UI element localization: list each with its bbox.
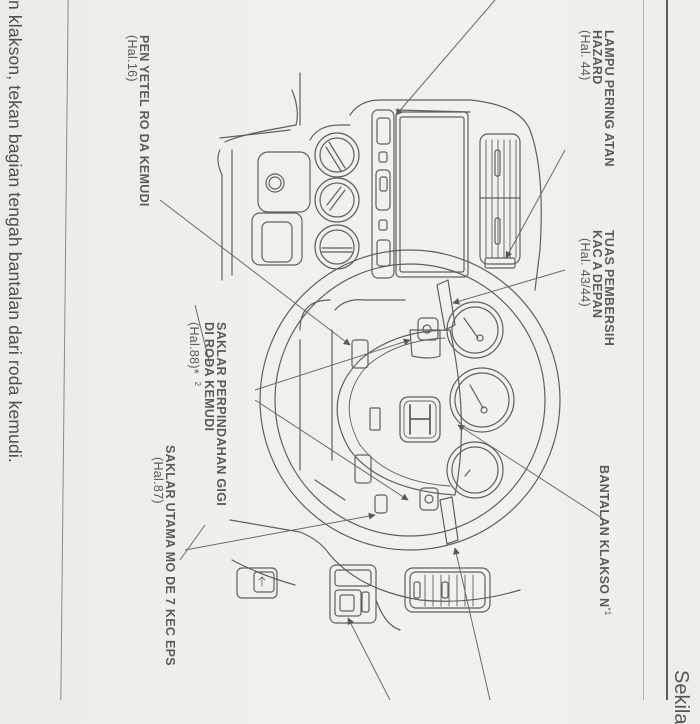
right-column-rule — [643, 0, 644, 700]
callout-hazard-line1: LAMPU PERING ATAN — [602, 30, 616, 167]
callout-paddle-line1: SAKLAR PERPINDAHAN GIGI — [214, 322, 228, 506]
callout-hazard-page: (Hal. 44) — [578, 30, 592, 81]
callout-eps-line1: SAKLAR UTAMA MO DE 7 KEC EPS — [163, 445, 177, 666]
callout-wiper-page: (Hal. 43/44) — [578, 238, 592, 307]
callout-paddle-note: 2 — [193, 381, 202, 387]
callout-horn-label: BANTALAN KLAKSO N — [596, 465, 611, 608]
callout-steering-line1: PEN YETEL RO DA KEMUDI — [137, 35, 151, 207]
callout-horn-pad: BANTALAN KLAKSO N*1 — [596, 465, 613, 616]
callout-windshield-wiper: TUAS PEMBERSIH KAC A DEPAN (Hal. 43/44) — [578, 230, 616, 347]
callout-eps-mode-switch: SAKLAR UTAMA MO DE 7 KEC EPS (Hal.87) — [151, 445, 177, 666]
callout-hazard-lights: LAMPU PERING ATAN HAZARD (Hal. 44) — [578, 30, 616, 167]
callout-paddle-shift: SAKLAR PERPINDAHAN GIGI DI RODA KEMUDI (… — [186, 322, 228, 506]
callout-horn-note: *1 — [603, 607, 612, 616]
steering-wheel-diagram — [159, 0, 606, 700]
callout-steering-adjuster: PEN YETEL RO DA KEMUDI (Hal.16) — [125, 35, 151, 207]
callout-wiper-line1: TUAS PEMBERSIH — [602, 230, 616, 347]
right-margin-rule — [666, 0, 668, 700]
callout-paddle-page: (Hal.88)* — [186, 322, 201, 375]
